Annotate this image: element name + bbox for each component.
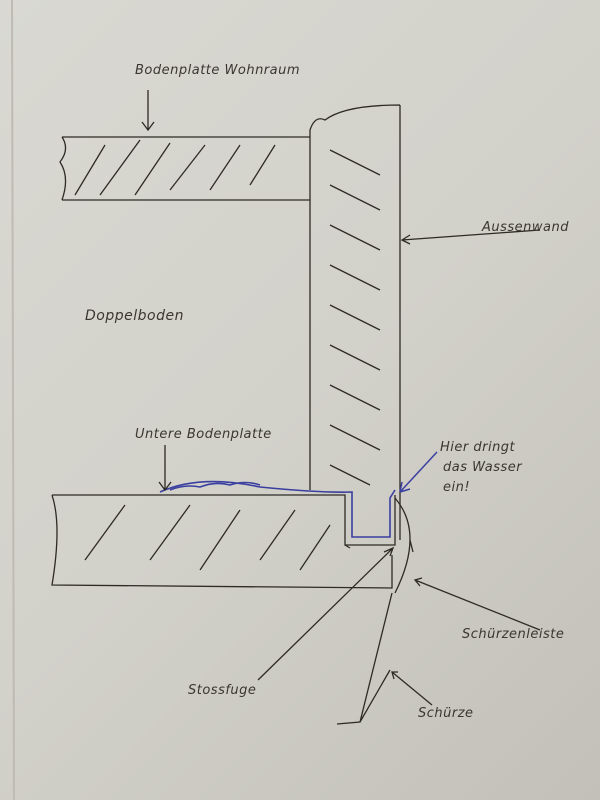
label-water-entry-line2: das Wasser xyxy=(443,460,523,475)
label-butt-joint: Stossfuge xyxy=(188,683,257,698)
upper-floor-slab xyxy=(59,136,310,201)
label-double-floor: Doppelboden xyxy=(85,308,184,324)
label-floor-slab-living: Bodenplatte Wohnraum xyxy=(135,63,301,78)
water-arrow xyxy=(399,451,438,493)
label-water-entry-line3: ein! xyxy=(443,480,471,495)
arrows xyxy=(141,90,541,706)
label-outer-wall: Aussenwand xyxy=(482,220,570,235)
lower-floor-slab xyxy=(51,494,396,589)
label-apron: Schürze xyxy=(418,706,474,721)
outer-wall-shape xyxy=(309,104,401,540)
page-edge xyxy=(11,0,15,800)
apron-strip-shape xyxy=(394,497,414,594)
water-line xyxy=(159,480,396,538)
label-apron-strip: Schürzenleiste xyxy=(462,627,565,642)
apron-shape xyxy=(336,592,393,725)
label-water-entry-line1: Hier dringt xyxy=(440,440,516,455)
label-lower-floor-slab: Untere Bodenplatte xyxy=(135,427,272,442)
